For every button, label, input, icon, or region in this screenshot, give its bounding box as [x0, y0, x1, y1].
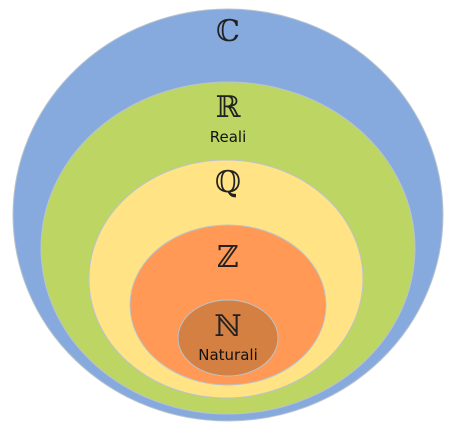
- integer-set-symbol: ℤ: [217, 240, 239, 275]
- complex-set-symbol: ℂ: [216, 14, 240, 49]
- natural-set-region: [177, 299, 279, 377]
- natural-set-symbol: ℕ: [214, 309, 241, 344]
- real-set-label: Reali: [210, 128, 247, 146]
- rational-set-symbol: ℚ: [215, 165, 241, 200]
- natural-set-label: Naturali: [198, 346, 258, 364]
- real-set-symbol: ℝ: [216, 90, 242, 125]
